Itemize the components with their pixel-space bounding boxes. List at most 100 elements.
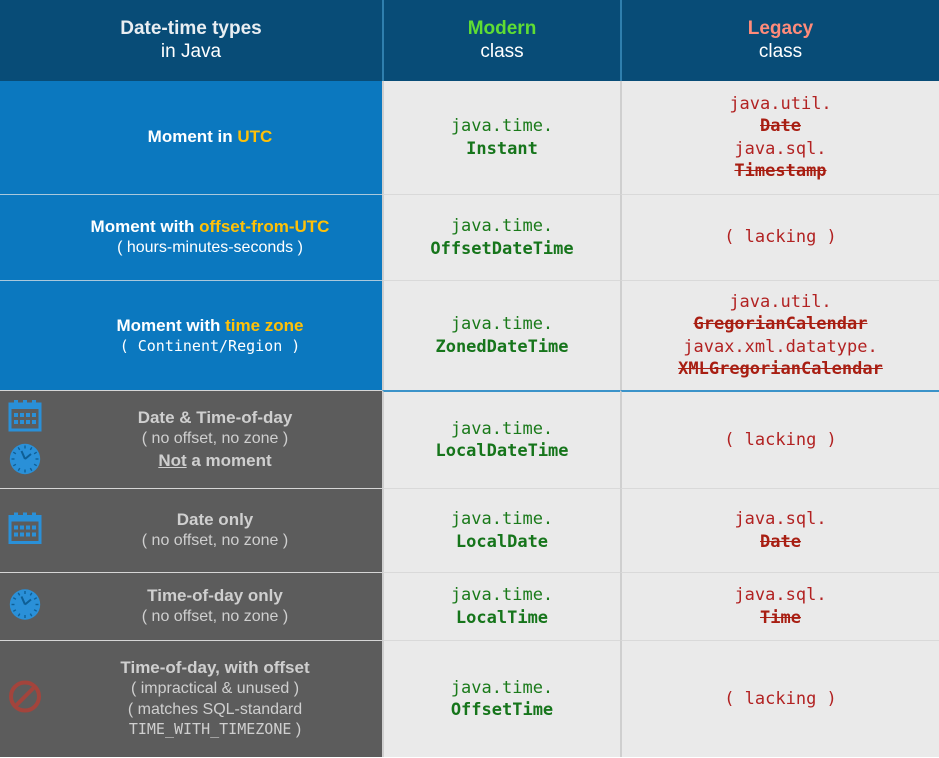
package-name: java.time.	[450, 418, 554, 439]
row-icon-group	[8, 512, 42, 549]
lacking-label: ( lacking )	[724, 688, 837, 709]
row-description-sub: ( impractical & unused )	[130, 679, 300, 697]
table-row: Moment in UTC java.time.Instant java.util.…	[0, 81, 939, 194]
table-header-row: Date-time types in Java Modern class Leg…	[0, 0, 939, 81]
row-description-main: Moment with offset-from-UTC	[90, 217, 330, 237]
package-name: java.time.	[450, 509, 554, 530]
row-icon-group	[8, 399, 42, 480]
class-name: Time	[760, 607, 801, 628]
class-name: LocalDate	[455, 531, 549, 552]
header-cell-category: Date-time types in Java	[0, 0, 382, 81]
modern-class-cell: java.time.OffsetTime	[382, 640, 620, 757]
class-name: ZonedDateTime	[435, 336, 569, 357]
modern-class-cell-content: java.time.LocalDateTime	[435, 418, 568, 463]
row-description-highlight: UTC	[237, 127, 273, 147]
row-description-sub-mono: ( Continent/Region )	[119, 336, 301, 355]
modern-class-cell: java.time.Instant	[382, 81, 620, 194]
header-modern-sublabel: class	[480, 40, 524, 62]
table-row: Time-of-day, with offset ( impractical & …	[0, 640, 939, 757]
header-title-line2: in Java	[160, 40, 222, 62]
modern-class-cell: java.time.LocalDate	[382, 488, 620, 572]
row-description-note: Not a moment	[158, 450, 272, 470]
legacy-class-cell-content: ( lacking )	[724, 226, 837, 248]
package-name: java.util.	[729, 291, 832, 312]
modern-class-cell-content: java.time.OffsetDateTime	[430, 215, 573, 260]
modern-class-cell: java.time.ZonedDateTime	[382, 280, 620, 390]
row-description-text: Date only ( no offset, no zone )	[0, 509, 382, 552]
table-row: Date only ( no offset, no zone ) java.time…	[0, 488, 939, 572]
modern-class-cell: java.time.OffsetDateTime	[382, 194, 620, 280]
legacy-class-cell: java.sql.Date	[620, 488, 939, 572]
class-name: Instant	[466, 138, 538, 159]
row-description-main: Time-of-day only	[147, 586, 283, 606]
header-cell-modern: Modern class	[382, 0, 620, 81]
legacy-class-cell-content: ( lacking )	[724, 429, 837, 451]
package-name: java.time.	[450, 585, 554, 606]
row-description-main: Date only	[176, 510, 254, 530]
row-description-sql-constant: TIME_WITH_TIMEZONE	[128, 720, 292, 739]
row-description-text: Moment with offset-from-UTC ( hours-minut…	[0, 216, 382, 259]
class-name: OffsetDateTime	[430, 238, 574, 259]
table-row: Time-of-day only( no offset, no zone ) ja…	[0, 572, 939, 640]
class-name: GregorianCalendar	[693, 314, 868, 335]
modern-class-cell-content: java.time.ZonedDateTime	[435, 313, 568, 358]
row-description-cell: Moment with offset-from-UTC ( hours-minut…	[0, 194, 382, 280]
row-description-sub: ( no offset, no zone )	[141, 532, 289, 550]
row-description-note2: TIME_WITH_TIMEZONE )	[128, 720, 302, 739]
prohibition-icon	[8, 680, 42, 719]
row-description-text: Time-of-day only( no offset, no zone )	[0, 585, 382, 628]
row-description-text: Moment with time zone( Continent/Region …	[0, 315, 382, 357]
legacy-class-cell: ( lacking )	[620, 640, 939, 757]
row-description-text: Date & Time-of-day ( no offset, no zone )…	[0, 407, 382, 472]
class-name: OffsetTime	[450, 700, 554, 720]
row-description-main: Time-of-day, with offset	[120, 657, 310, 677]
modern-class-cell-content: java.time.LocalTime	[451, 584, 553, 629]
calendar-icon	[8, 512, 42, 549]
class-name: Timestamp	[734, 160, 827, 181]
row-description-highlight: offset-from-UTC	[199, 217, 330, 237]
header-legacy-sublabel: class	[758, 40, 803, 62]
row-description-main: Date & Time-of-day	[137, 408, 293, 427]
package-name: java.time.	[450, 314, 554, 335]
row-description-text: Time-of-day, with offset ( impractical & …	[0, 657, 382, 741]
clock-icon	[8, 443, 42, 480]
row-description-cell: Date only ( no offset, no zone )	[0, 488, 382, 572]
class-name: XMLGregorianCalendar	[678, 358, 883, 379]
row-description-sub: ( no offset, no zone )	[141, 430, 289, 448]
class-name: LocalDateTime	[435, 441, 569, 461]
package-name: java.sql.	[734, 585, 827, 606]
package-name: java.time.	[450, 677, 554, 698]
row-description-main: Moment in UTC	[147, 127, 273, 147]
row-description-main: Moment with time zone	[116, 315, 304, 335]
modern-class-cell-content: java.time.Instant	[451, 115, 553, 160]
table-row: Date & Time-of-day ( no offset, no zone )…	[0, 390, 939, 488]
row-description-note-underline: Not	[158, 450, 187, 470]
row-description-cell: Moment in UTC	[0, 81, 382, 194]
header-legacy-label: Legacy	[747, 18, 814, 40]
package-name: java.sql.	[734, 509, 827, 530]
row-description-text: Moment in UTC	[0, 126, 382, 148]
lacking-label: ( lacking )	[724, 227, 837, 248]
legacy-class-cell-content: ( lacking )	[724, 688, 837, 710]
legacy-class-cell: ( lacking )	[620, 390, 939, 488]
legacy-class-cell-content: java.sql.Date	[734, 508, 826, 553]
row-description-sub: ( hours-minutes-seconds )	[117, 239, 303, 257]
legacy-class-cell: java.sql.Time	[620, 572, 939, 640]
row-description-cell: Moment with time zone( Continent/Region …	[0, 280, 382, 390]
package-name: java.time.	[450, 216, 554, 237]
class-name: Date	[760, 531, 801, 552]
row-description-cell: Time-of-day only( no offset, no zone )	[0, 572, 382, 640]
row-description-cell: Date & Time-of-day ( no offset, no zone )…	[0, 390, 382, 488]
modern-class-cell-content: java.time.OffsetTime	[451, 677, 553, 722]
header-cell-legacy: Legacy class	[620, 0, 939, 81]
row-description-highlight: time zone	[225, 315, 304, 335]
row-description-cell: Time-of-day, with offset ( impractical & …	[0, 640, 382, 757]
legacy-class-cell: ( lacking )	[620, 194, 939, 280]
class-name: Date	[760, 116, 801, 137]
row-icon-group	[8, 588, 42, 625]
table-row: Moment with offset-from-UTC ( hours-minut…	[0, 194, 939, 280]
